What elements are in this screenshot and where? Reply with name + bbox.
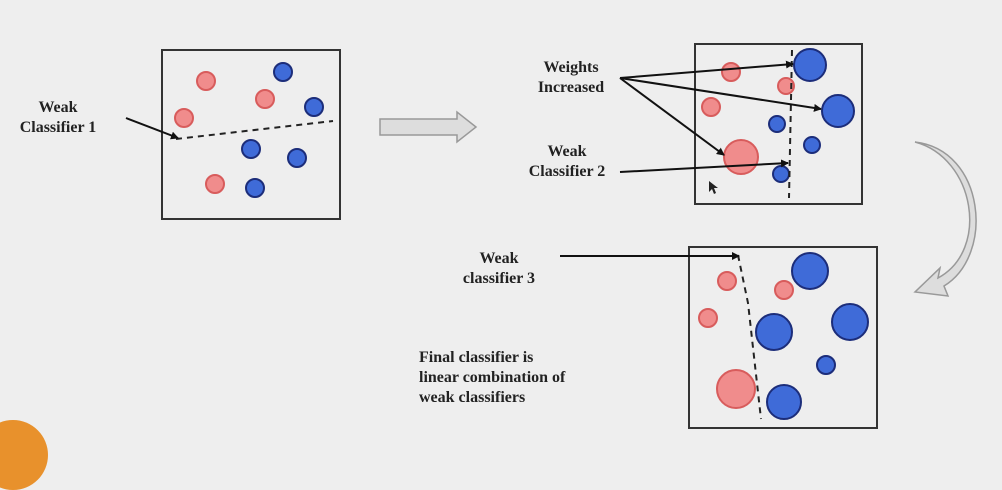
weights-pointer-1: [619, 60, 794, 79]
blue-point: [287, 148, 307, 168]
red-point: [723, 139, 759, 175]
label-line: linear combination of: [419, 369, 566, 386]
red-point: [701, 97, 721, 117]
blue-point: [755, 313, 793, 351]
panel-1-box: [161, 49, 341, 220]
label-line: Final classifier is: [419, 349, 534, 366]
blue-point: [816, 355, 836, 375]
label-weak-classifier-1: Weak Classifier 1: [4, 98, 112, 138]
blue-point: [768, 115, 786, 133]
label-line: Weak: [479, 250, 519, 267]
label-line: weak classifiers: [419, 389, 526, 406]
label-line: classifier 3: [462, 270, 536, 287]
red-point: [717, 271, 737, 291]
blue-point: [241, 139, 261, 159]
label-line: Weak: [38, 99, 78, 116]
boosting-diagram: [125, 43, 977, 429]
classifier-3-boundary: [737, 254, 762, 420]
blue-point: [831, 303, 869, 341]
mouse-pointer-icon: [709, 181, 718, 194]
red-point: [721, 62, 741, 82]
panel-2-box: [694, 43, 863, 205]
label-final-classifier: Final classifier is linear combination o…: [419, 348, 649, 408]
label-line: Classifier 2: [528, 163, 606, 180]
label-weak-classifier-3: Weak classifier 3: [444, 249, 554, 289]
panel-2: [619, 43, 863, 205]
red-point: [255, 89, 275, 109]
blue-point: [766, 384, 802, 420]
blue-point: [772, 165, 790, 183]
label-line: Weak: [547, 143, 587, 160]
weights-pointer-2: [619, 77, 822, 112]
label-line: Classifier 1: [19, 119, 97, 136]
panel-1: [125, 49, 341, 220]
label-line: Weights: [543, 59, 599, 76]
weights-pointer-3: [619, 77, 725, 156]
red-point: [716, 369, 756, 409]
classifier-1-pointer: [125, 117, 179, 140]
blue-point: [791, 252, 829, 290]
blue-point: [821, 94, 855, 128]
red-point: [205, 174, 225, 194]
blue-point: [245, 178, 265, 198]
curved-arrow-down-left-icon: [913, 141, 977, 297]
red-point: [777, 77, 795, 95]
panel-3: [560, 246, 878, 429]
label-weights-increased: Weights Increased: [522, 58, 620, 98]
red-point: [196, 71, 216, 91]
blue-point: [304, 97, 324, 117]
classifier-2-boundary: [788, 49, 793, 199]
label-weak-classifier-2: Weak Classifier 2: [512, 142, 622, 182]
classifier-1-boundary: [175, 120, 334, 140]
classifier-2-pointer: [619, 159, 789, 173]
red-point: [174, 108, 194, 128]
label-line: Increased: [537, 79, 605, 96]
blue-point: [793, 48, 827, 82]
red-point: [698, 308, 718, 328]
blue-point: [273, 62, 293, 82]
panel-3-box: [688, 246, 878, 429]
block-arrow-right-icon: [379, 110, 478, 144]
red-point: [774, 280, 794, 300]
blue-point: [803, 136, 821, 154]
